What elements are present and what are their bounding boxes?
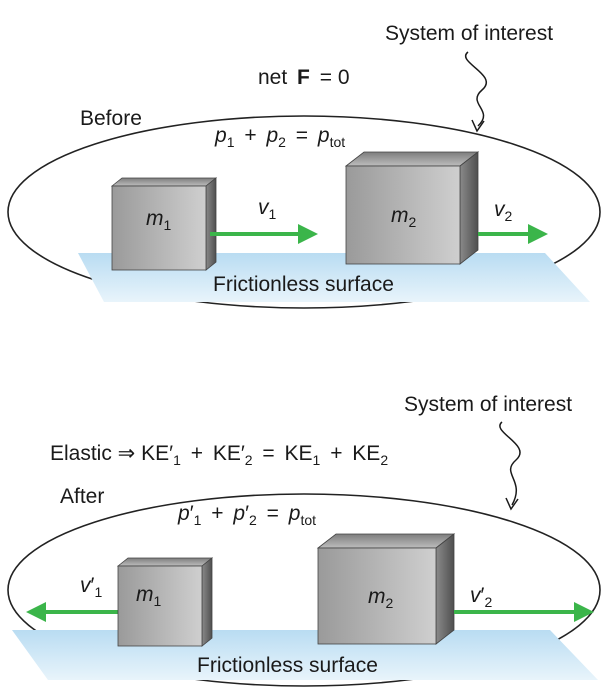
after-mass1-label: m1	[136, 583, 162, 609]
before-system-label: System of interest	[385, 22, 553, 45]
before-net-force: net F = 0	[258, 66, 350, 89]
after-mass2-label: m2	[368, 585, 394, 611]
after-velocity1-label: v′1	[80, 574, 102, 600]
before-surface-label: Frictionless surface	[213, 273, 394, 296]
before-mass1-label: m1	[146, 207, 172, 233]
after-elastic-equation: Elastic ⇒ KE′1 + KE′2 = KE1 + KE2	[50, 442, 388, 470]
after-system-label: System of interest	[404, 393, 572, 416]
after-mass1-block: m1	[116, 557, 214, 647]
before-momentum-equation: p1 + p2 = ptot	[214, 124, 345, 152]
before-panel: System of interest net F = 0 Before p1 +…	[7, 22, 601, 309]
after-pointer-arrowhead-icon	[505, 497, 519, 511]
before-mass2-label: m2	[391, 204, 417, 230]
after-system-pointer-icon	[499, 421, 521, 506]
after-phase-label: After	[60, 485, 104, 508]
before-system-pointer-icon	[464, 51, 487, 127]
after-velocity2-label: v′2	[470, 584, 492, 610]
before-mass1-block: m1	[110, 177, 218, 271]
before-velocity1-label: v1	[258, 196, 277, 222]
after-panel: System of interest Elastic ⇒ KE′1 + KE′2…	[7, 393, 601, 687]
after-momentum-equation: p′1 + p′2 = ptot	[177, 502, 316, 530]
before-phase-label: Before	[80, 107, 142, 130]
before-mass2-block: m2	[344, 151, 480, 265]
before-pointer-arrowhead-icon	[471, 119, 485, 133]
before-velocity2-label: v2	[494, 198, 513, 224]
after-mass2-block: m2	[316, 533, 456, 645]
after-surface-label: Frictionless surface	[197, 654, 378, 677]
